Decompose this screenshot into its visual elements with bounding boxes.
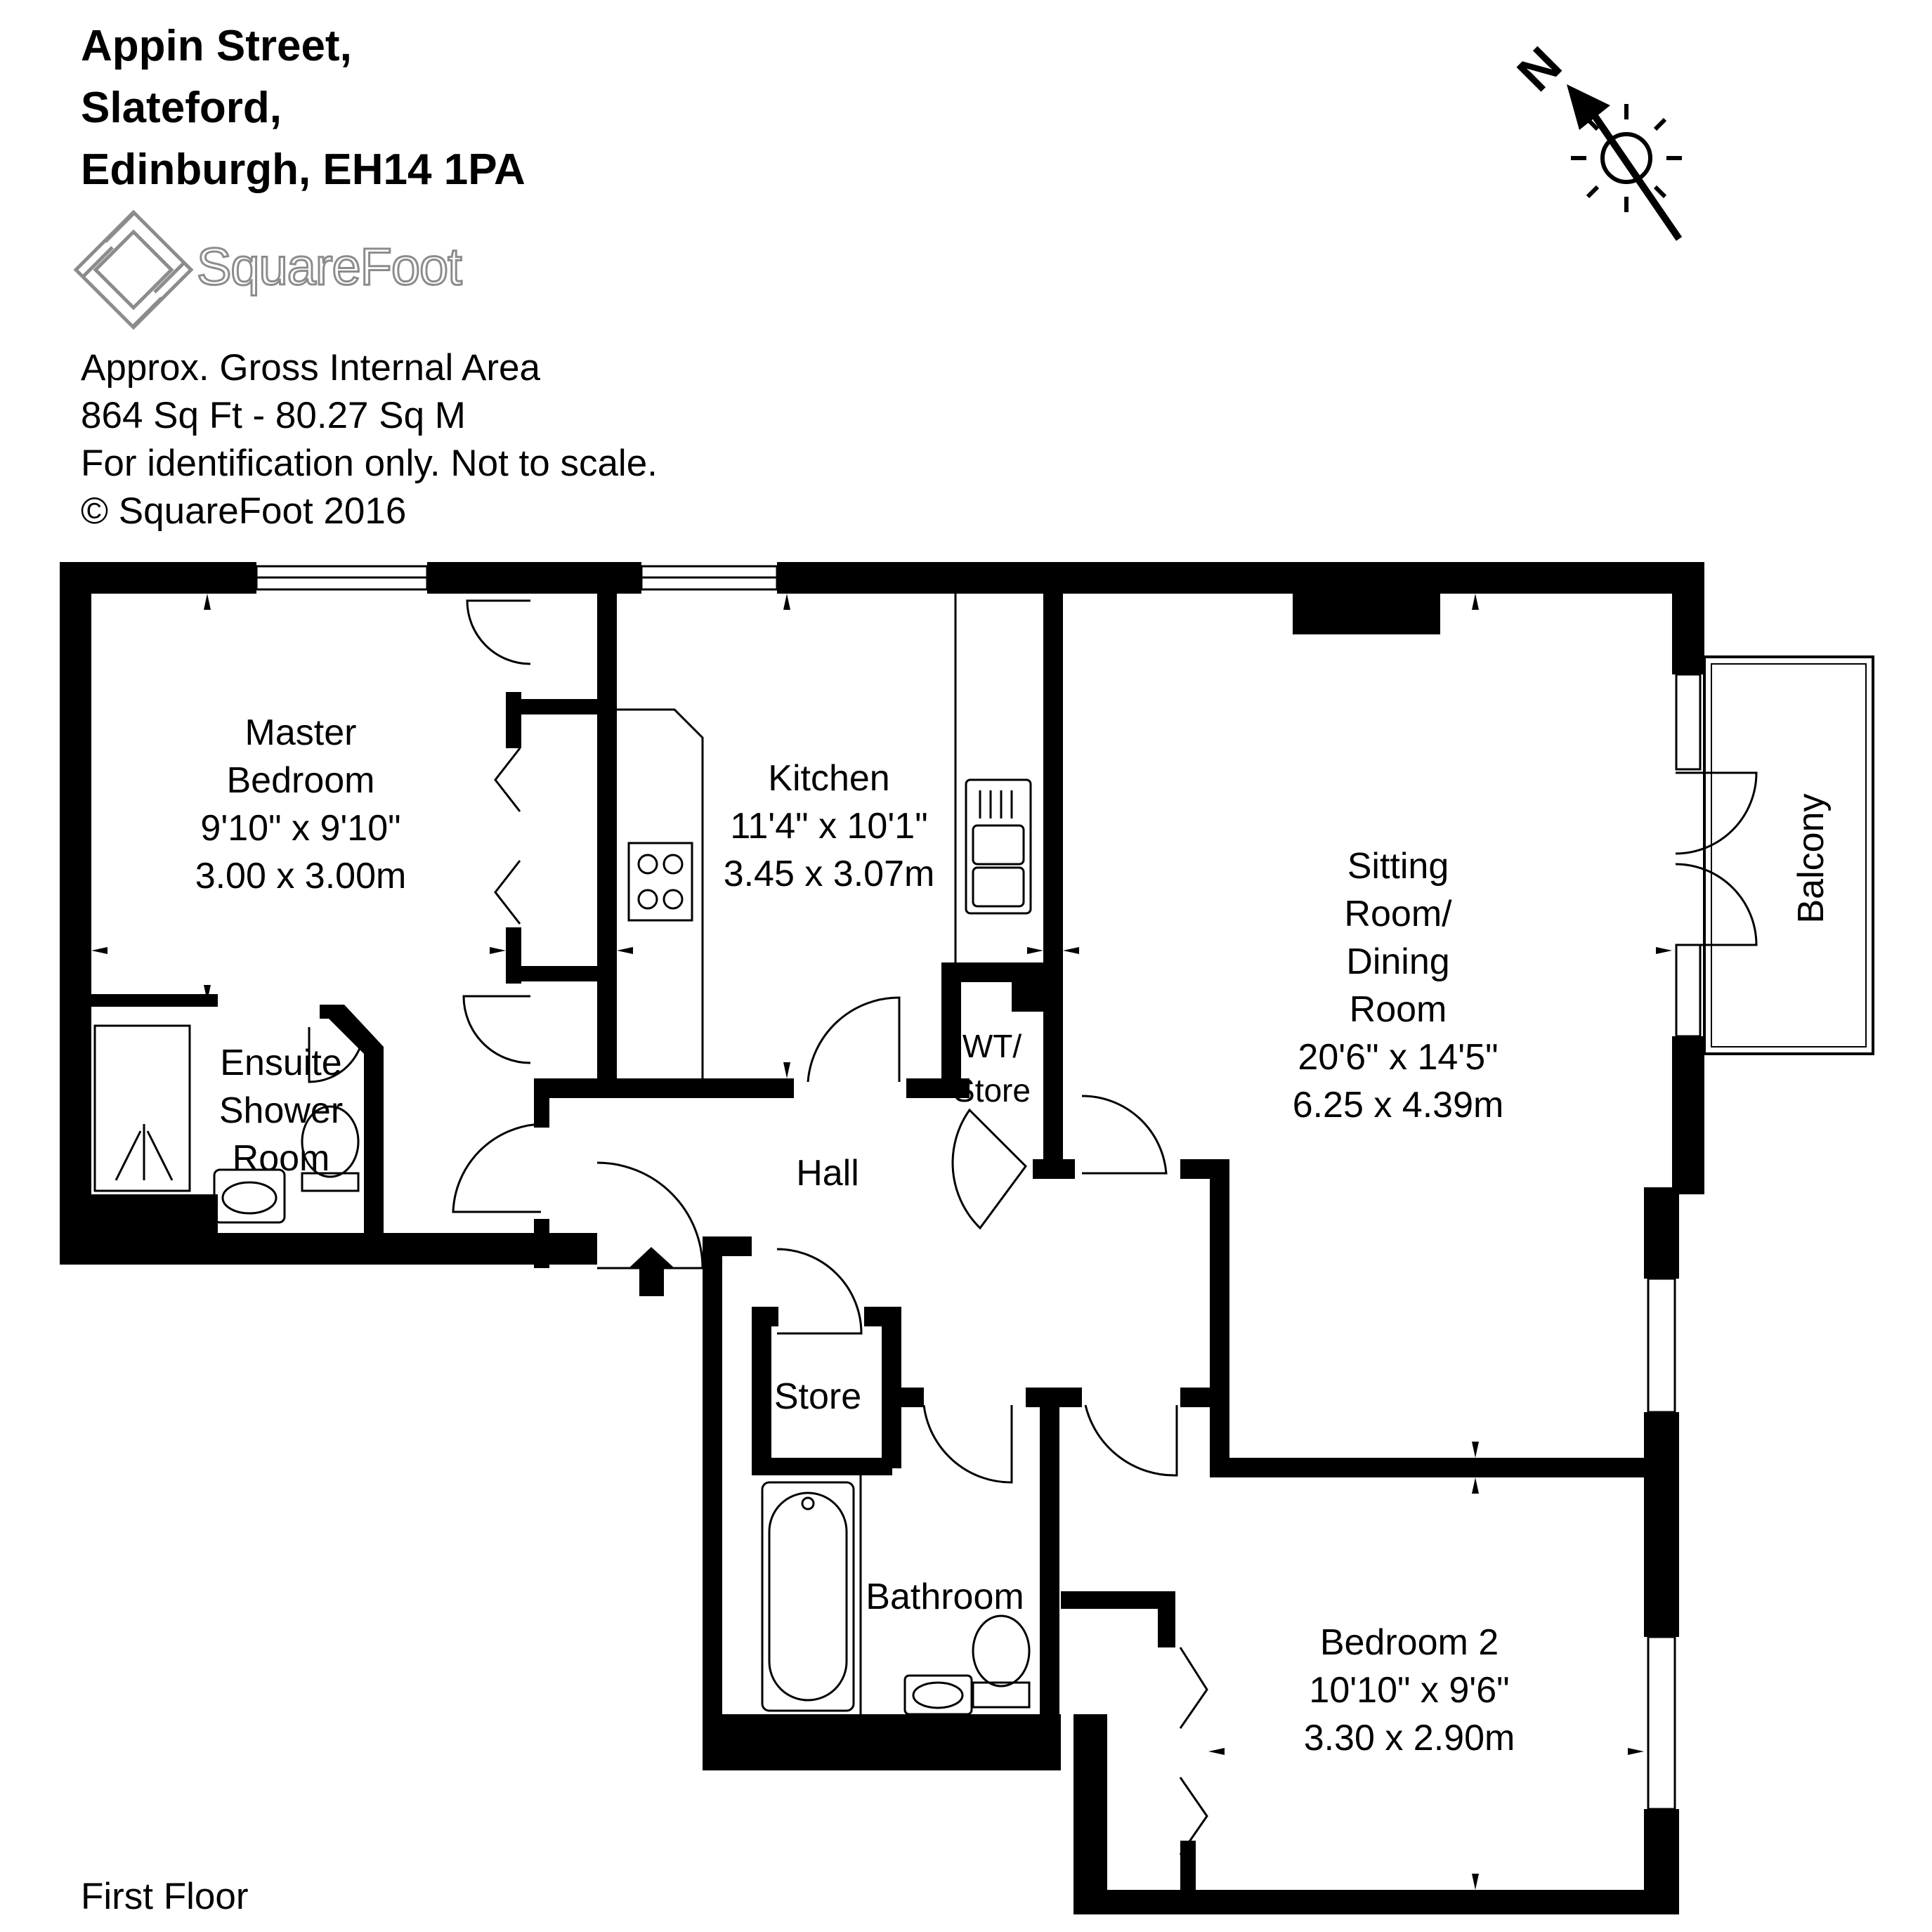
wardrobe-doors	[494, 748, 1208, 1855]
balcony-label: Balcony	[1791, 794, 1832, 924]
address-line-1: Appin Street,	[81, 22, 352, 70]
sitting-room-imperial: 20'6" x 14'5"	[1298, 1037, 1498, 1078]
bathroom-name: Bathroom	[866, 1577, 1024, 1617]
bath-icon	[761, 1481, 855, 1712]
master-bedroom-name-2: Bedroom	[227, 760, 375, 801]
sun-icon	[1571, 104, 1682, 212]
ensuite-fittings	[93, 1024, 360, 1224]
room-labels: Master Bedroom 9'10" x 9'10" 3.00 x 3.00…	[195, 712, 1515, 1758]
basin-icon	[903, 1674, 973, 1716]
floor-label: First Floor	[81, 1876, 249, 1917]
master-bedroom-metric: 3.00 x 3.00m	[195, 856, 407, 896]
toilet-icon	[301, 1105, 360, 1178]
measurement-arrows	[91, 594, 1672, 1890]
shower-tray-icon	[93, 1024, 191, 1192]
wt-store-name-2: Store	[953, 1072, 1031, 1109]
compass-north-letter: N	[1507, 37, 1572, 102]
kitchen-fittings	[617, 594, 1032, 1078]
ensuite-name-1: Ensuite	[220, 1043, 341, 1083]
balcony: Balcony	[1703, 655, 1874, 1055]
bedroom-2-name: Bedroom 2	[1320, 1622, 1499, 1663]
sitting-room-metric: 6.25 x 4.39m	[1293, 1085, 1504, 1125]
windows	[255, 565, 1702, 1810]
north-compass-icon: N	[1507, 37, 1683, 241]
basin-icon	[213, 1168, 286, 1224]
sitting-room-name-4: Room	[1350, 989, 1447, 1030]
ensuite-name-2: Shower	[219, 1090, 343, 1131]
entrance-arrow-icon	[629, 1247, 674, 1296]
area-size: 864 Sq Ft - 80.27 Sq M	[81, 395, 466, 436]
kitchen-imperial: 11'4" x 10'1"	[730, 806, 927, 847]
address-line-3: Edinburgh, EH14 1PA	[81, 145, 526, 194]
squarefoot-logo-icon	[73, 209, 194, 330]
sink-icon	[965, 778, 1032, 915]
bedroom-2-imperial: 10'10" x 9'6"	[1309, 1670, 1509, 1711]
wt-store-name-1: WT/	[962, 1028, 1022, 1064]
disclaimer: For identification only. Not to scale.	[81, 443, 658, 484]
bedroom-2-metric: 3.30 x 2.90m	[1304, 1718, 1515, 1758]
area-heading: Approx. Gross Internal Area	[81, 347, 540, 389]
hall-name: Hall	[796, 1153, 859, 1194]
ensuite-name-3: Room	[233, 1138, 330, 1179]
store-name: Store	[774, 1376, 861, 1417]
copyright: © SquareFoot 2016	[81, 490, 407, 532]
bathroom-fittings	[761, 1475, 1031, 1716]
walls	[60, 562, 1704, 1914]
hob-icon	[637, 854, 658, 875]
toilet-icon	[972, 1614, 1031, 1688]
sitting-room-name-3: Dining	[1346, 941, 1449, 982]
kitchen-name: Kitchen	[768, 758, 889, 799]
sitting-room-name-2: Room/	[1344, 894, 1452, 934]
sitting-room-name-1: Sitting	[1347, 846, 1449, 887]
kitchen-metric: 3.45 x 3.07m	[724, 854, 935, 894]
master-bedroom-name-1: Master	[245, 712, 357, 753]
address-line-2: Slateford,	[81, 84, 282, 132]
brand-logo-text: SquareFoot	[196, 237, 464, 296]
master-bedroom-imperial: 9'10" x 9'10"	[200, 808, 400, 849]
door-swings	[308, 599, 1758, 1484]
